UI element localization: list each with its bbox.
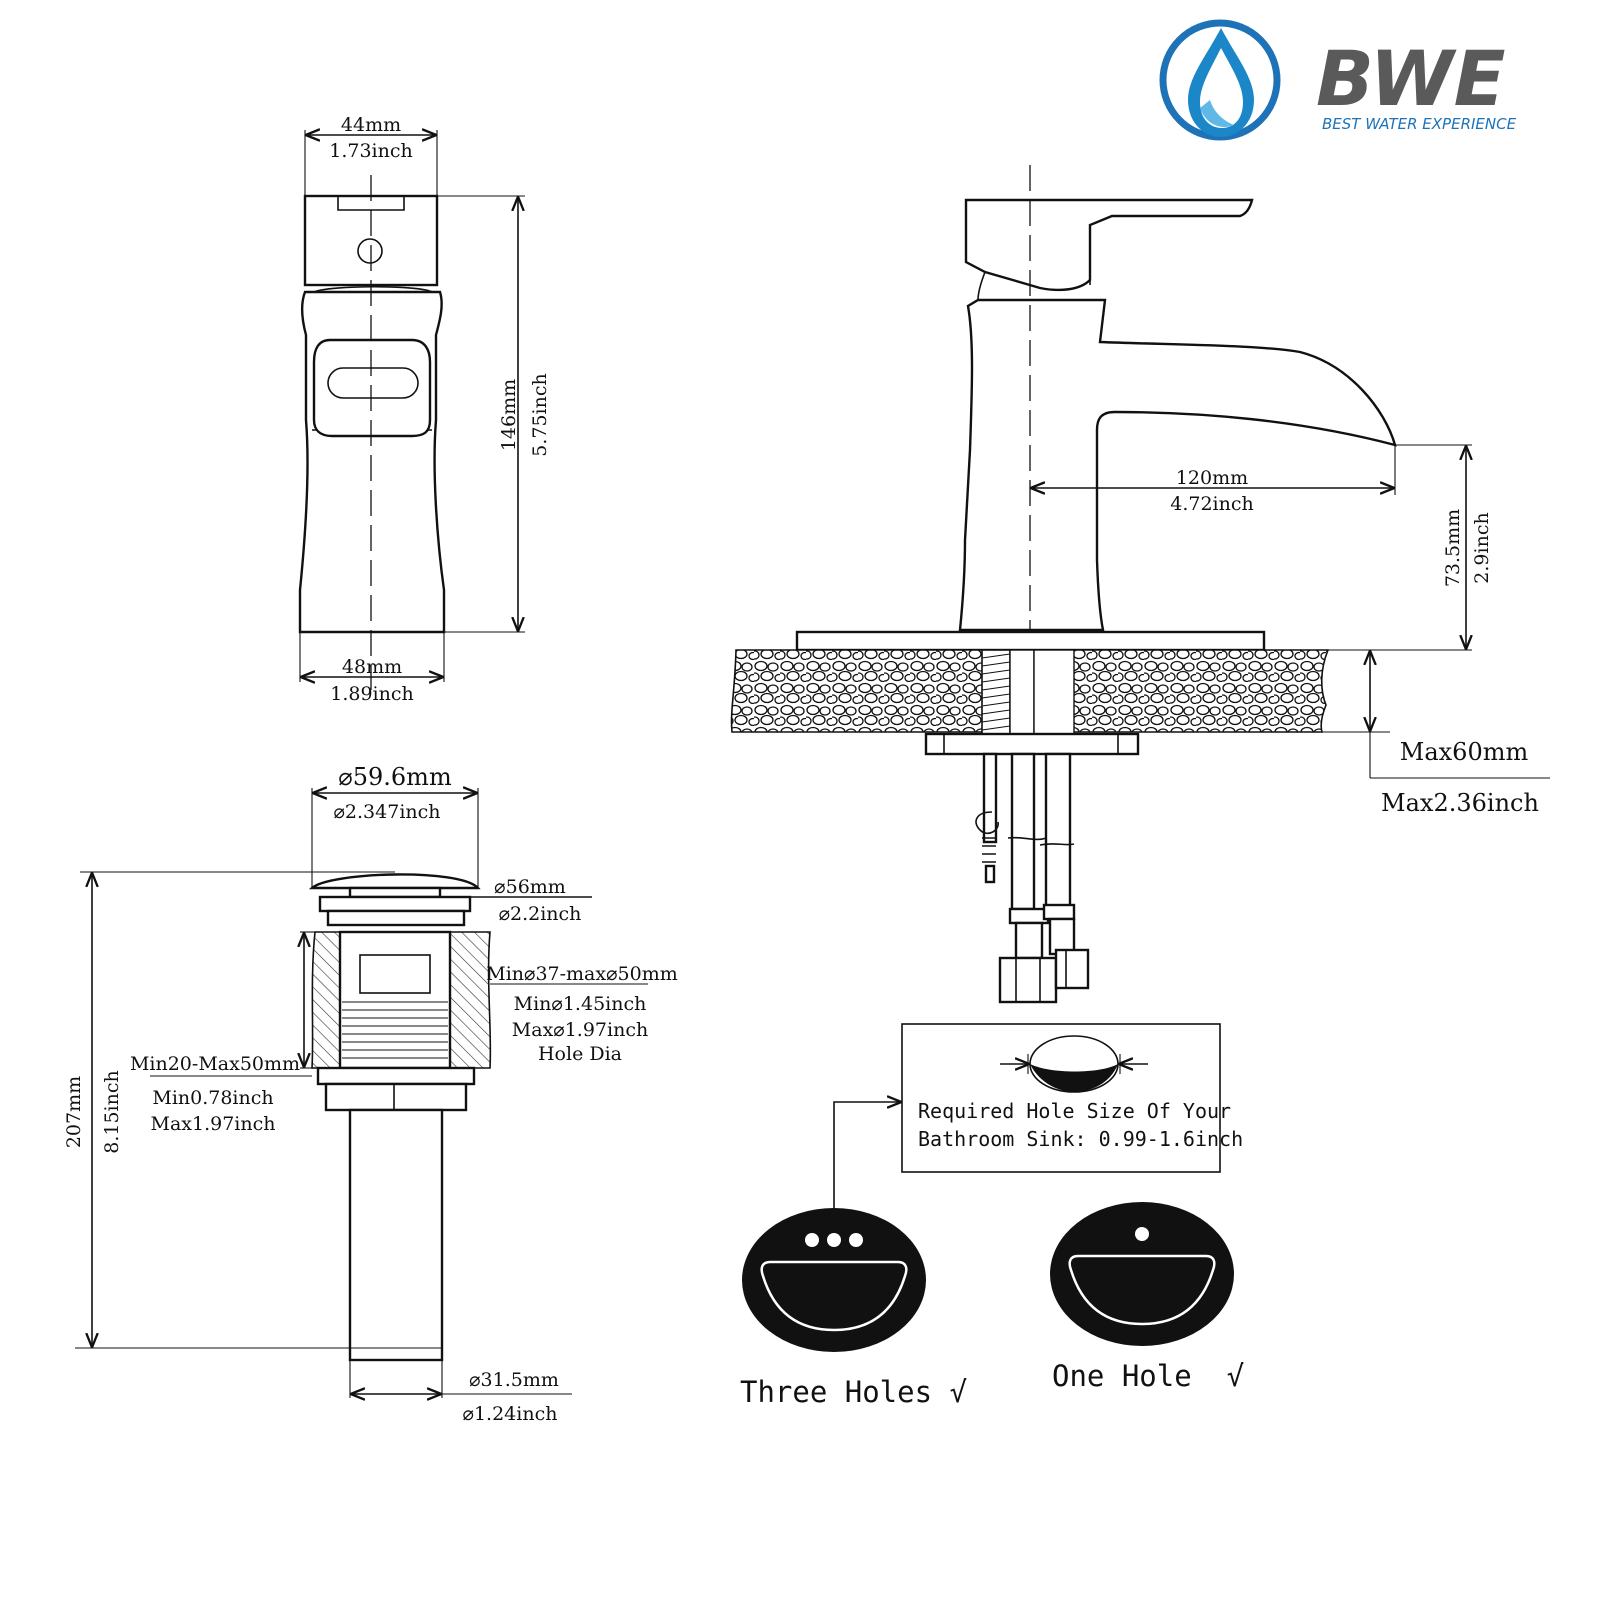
faucet-front-view: 120mm 4.72inch 73.5mm 2.9inch Max60mm Ma… (730, 165, 1550, 1004)
spout-height-mm: 73.5mm (1442, 509, 1464, 587)
faucet-side-view: 44mm 1.73inch 146mm 5.75inch 48mm 1.89in… (298, 114, 551, 705)
hole-max-inch: Max⌀1.97inch (512, 1019, 648, 1041)
thickness-mm: Min20-Max50mm (130, 1053, 300, 1075)
faucet-hole-icon (1135, 1227, 1149, 1241)
brand-logo: BWE BEST WATER EXPERIENCE (1159, 19, 1517, 141)
logo-ring (1159, 19, 1281, 141)
hole-dia-label: Hole Dia (538, 1043, 622, 1065)
flange-dia-mm: ⌀56mm (494, 876, 566, 898)
height-inch: 5.75inch (529, 373, 551, 457)
hole-requirement-line2: Bathroom Sink: 0.99-1.6inch (918, 1127, 1243, 1151)
faucet-hole-icon (805, 1233, 819, 1247)
top-width-inch: 1.73inch (329, 140, 413, 162)
cap-dia-mm: ⌀59.6mm (338, 763, 452, 791)
hole-requirement-line1: Required Hole Size Of Your (918, 1099, 1231, 1123)
total-height-mm: 207mm (63, 1076, 85, 1148)
thickness-max-inch: Max1.97inch (151, 1113, 276, 1135)
base-width-inch: 1.89inch (330, 683, 414, 705)
thickness-min-inch: Min0.78inch (152, 1087, 273, 1109)
flange-dia-inch: ⌀2.2inch (499, 903, 582, 925)
top-width-mm: 44mm (341, 114, 401, 136)
hole-requirement-box: Required Hole Size Of Your Bathroom Sink… (833, 1023, 1243, 1222)
brand-name: BWE (1316, 34, 1506, 123)
faucet-hole-icon (827, 1233, 841, 1247)
cap-dia-inch: ⌀2.347inch (333, 801, 440, 823)
spout-reach-mm: 120mm (1176, 467, 1248, 489)
tail-dia-mm: ⌀31.5mm (469, 1369, 559, 1391)
height-mm: 146mm (498, 379, 520, 451)
sink-three-holes-label: Three Holes √ (740, 1375, 967, 1409)
faucet-hole-icon (849, 1233, 863, 1247)
sink-one-hole: One Hole √ (1050, 1202, 1244, 1393)
deck-max-mm: Max60mm (1400, 738, 1529, 766)
hole-min-inch: Min⌀1.45inch (514, 993, 647, 1015)
sink-one-hole-label: One Hole √ (1052, 1359, 1244, 1393)
base-width-mm: 48mm (342, 656, 402, 678)
total-height-inch: 8.15inch (101, 1070, 123, 1154)
popup-drain: ⌀59.6mm ⌀2.347inch ⌀56mm ⌀2.2inch Min⌀37… (63, 763, 678, 1425)
spout-height-inch: 2.9inch (1471, 512, 1493, 583)
deck-max-inch: Max2.36inch (1381, 789, 1539, 817)
hole-range-mm: Min⌀37-max⌀50mm (486, 963, 678, 985)
brand-tagline: BEST WATER EXPERIENCE (1322, 115, 1517, 133)
sink-three-holes: Three Holes √ (740, 1208, 967, 1409)
spout-reach-inch: 4.72inch (1170, 493, 1254, 515)
tail-dia-inch: ⌀1.24inch (463, 1403, 558, 1425)
